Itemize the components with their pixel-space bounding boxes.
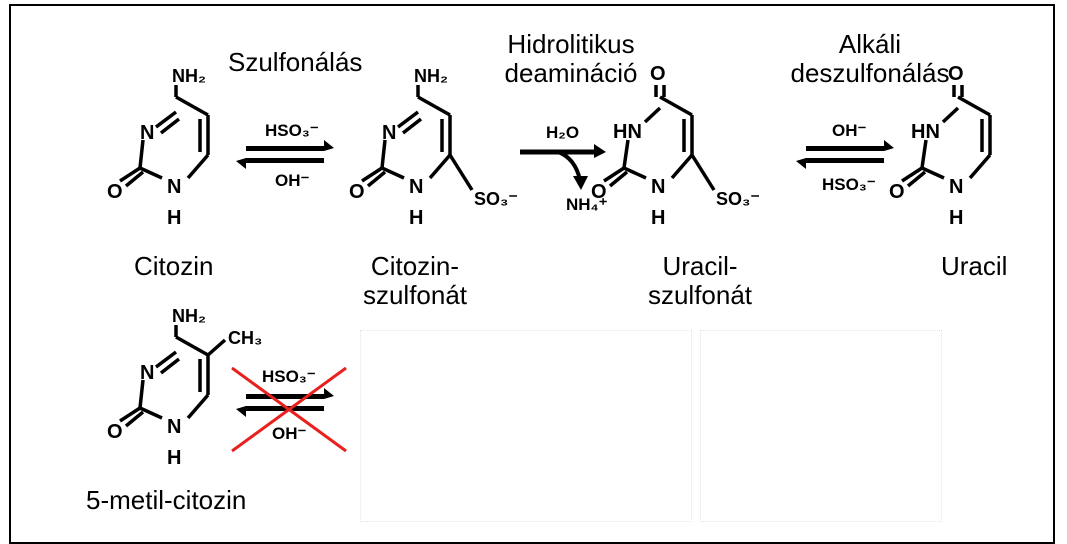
uracil-h: H [949,207,963,229]
citozin-szulfonat-n: N [382,122,396,144]
blocked-forward-reagent: HSO₃⁻ [262,367,316,386]
desulfonation-title: Alkáli deszulfonálás [765,30,975,87]
metil-citozin-ch3: CH₃ [228,328,262,348]
citozin-nh2: NH₂ [172,66,206,86]
metil-citozin-nh: N [167,416,181,438]
uracil-o-top: O [948,63,964,85]
citozin-szulfonat-h: H [409,207,423,229]
desulfonation-title-line1: Alkáli [838,29,902,59]
uracil-szulfonat-structure [603,85,716,191]
citozin-szulfonat-name-line2: szulfonát [362,279,468,310]
citozin-szulfonat-nh2: NH₂ [414,66,448,86]
desulfonation-equilibrium-arrows [796,140,894,169]
faint-box [700,330,942,522]
uracil-name: Uracil [941,251,1008,281]
metil-citozin-n: N [140,362,154,384]
uracil-nh: N [949,176,963,198]
citozin-szulfonat-name: Citozin- szulfonát [345,252,485,309]
deamination-reagent: H₂O [546,123,579,142]
faint-box [360,330,692,522]
uracil-structure [901,85,992,188]
citozin-szulfonat-name-line1: Citozin- [370,251,460,281]
uracil-szulfonat-name-line1: Uracil- [662,251,738,281]
deamination-title-line2: deamináció [504,57,638,88]
citozin-n: N [140,122,154,144]
blocked-cross-mark [231,366,347,453]
sulfonation-backward-reagent: OH⁻ [275,171,310,190]
citozin-name: Citozin [134,251,214,281]
desulfonation-title-line2: deszulfonálás [790,57,950,88]
metil-citozin-structure [119,325,227,428]
deamination-title: Hidrolitikus deamináció [476,30,666,87]
metil-citozin-o: O [107,421,123,443]
citozin-nh: N [167,176,181,198]
desulfonation-backward-reagent: HSO₃⁻ [822,175,876,194]
citozin-szulfonat-nh: N [409,176,423,198]
uracil-szulfonat-hn: HN [613,121,642,143]
uracil-o: O [889,181,905,203]
uracil-szulfonat-o-top: O [650,63,666,85]
blocked-equilibrium-arrows [236,388,334,417]
deamination-arrow [520,144,606,190]
sulfonation-forward-reagent: HSO₃⁻ [265,121,319,140]
desulfonation-forward-reagent: OH⁻ [832,121,867,140]
metil-citozin-nh2: NH₂ [172,306,206,326]
citozin-szulfonat-structure [361,85,474,191]
uracil-szulfonat-name-line2: szulfonát [647,279,753,310]
citozin-szulfonat-o: O [349,181,365,203]
uracil-szulfonat-o: O [591,181,607,203]
uracil-szulfonat-h: H [651,207,665,229]
sulfonation-equilibrium-arrows [236,140,334,169]
uracil-szulfonat-name: Uracil- szulfonát [630,252,770,309]
sulfonation-title: Szulfonálás [228,47,363,77]
metil-citozin-h: H [167,447,181,469]
citozin-structure [119,85,210,188]
uracil-szulfonat-nh: N [651,176,665,198]
uracil-szulfonat-so3: SO₃⁻ [716,189,760,209]
deamination-title-line1: Hidrolitikus [507,29,635,59]
blocked-backward-reagent: OH⁻ [272,424,307,443]
metil-citozin-name: 5-metil-citozin [86,485,247,515]
citozin-h: H [167,207,181,229]
deamination-product: NH₄⁺ [566,195,608,214]
citozin-szulfonat-so3: SO₃⁻ [474,189,518,209]
citozin-o: O [107,181,123,203]
uracil-hn: HN [911,121,940,143]
